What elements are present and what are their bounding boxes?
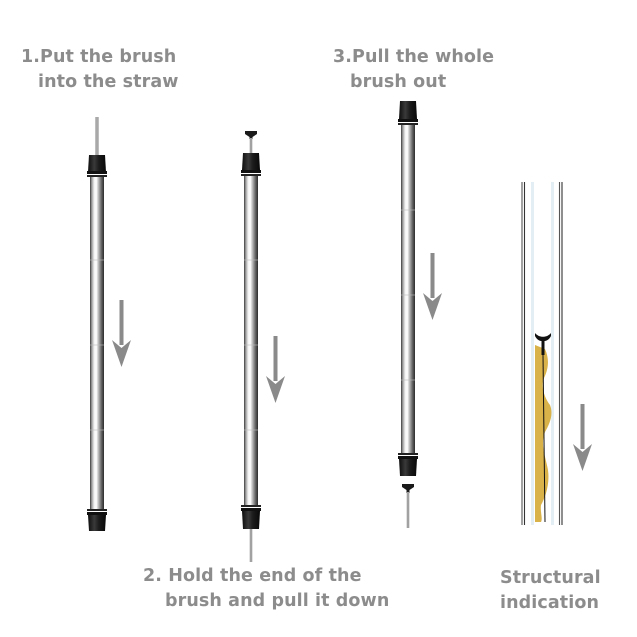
brush-knob [245, 131, 257, 139]
arrow-down-icon [266, 336, 285, 403]
step-1-line-1: 1.Put the brush [21, 47, 177, 67]
structural-line-1: Structural [500, 568, 601, 588]
structural-indication-label: Structural indication [500, 566, 601, 616]
straw-body [244, 175, 258, 507]
structural-cutaway-diagram [521, 182, 563, 525]
structural-line-2: indication [500, 593, 600, 613]
step-2-line-2: brush and pull it down [165, 591, 390, 611]
arrow-down-icon [112, 300, 131, 367]
step-3-label: 3.Pull the whole brush out [333, 45, 494, 95]
straw-body [401, 125, 415, 454]
step-3-line-1: 3.Pull the whole [333, 47, 495, 67]
arrow-down-icon [423, 253, 442, 320]
brush-knob [402, 484, 414, 493]
top-plug [88, 155, 106, 172]
bottom-plug [242, 511, 260, 529]
straw-step-1 [87, 117, 107, 531]
brush-wire [406, 492, 410, 528]
straw-step-2 [241, 131, 261, 562]
brush-head [535, 333, 551, 355]
bottom-plug [399, 459, 417, 476]
top-plug [399, 101, 417, 119]
step-1-label: 1.Put the brush into the straw [21, 45, 179, 95]
step-1-line-2: into the straw [38, 72, 179, 92]
brush-wire [542, 354, 546, 523]
brush-wire-bottom [249, 529, 253, 562]
step-2-label: 2. Hold the end of the brush and pull it… [143, 564, 389, 614]
straw-body [90, 175, 104, 511]
brush-bristles [535, 345, 552, 522]
step-3-line-2: brush out [350, 72, 447, 92]
bottom-plug [88, 515, 106, 531]
straw-step-3 [398, 101, 418, 528]
arrow-down-icon [573, 404, 592, 471]
step-2-line-1: 2. Hold the end of the [143, 566, 362, 586]
brush-wire-top [95, 117, 99, 155]
top-plug [242, 153, 260, 170]
